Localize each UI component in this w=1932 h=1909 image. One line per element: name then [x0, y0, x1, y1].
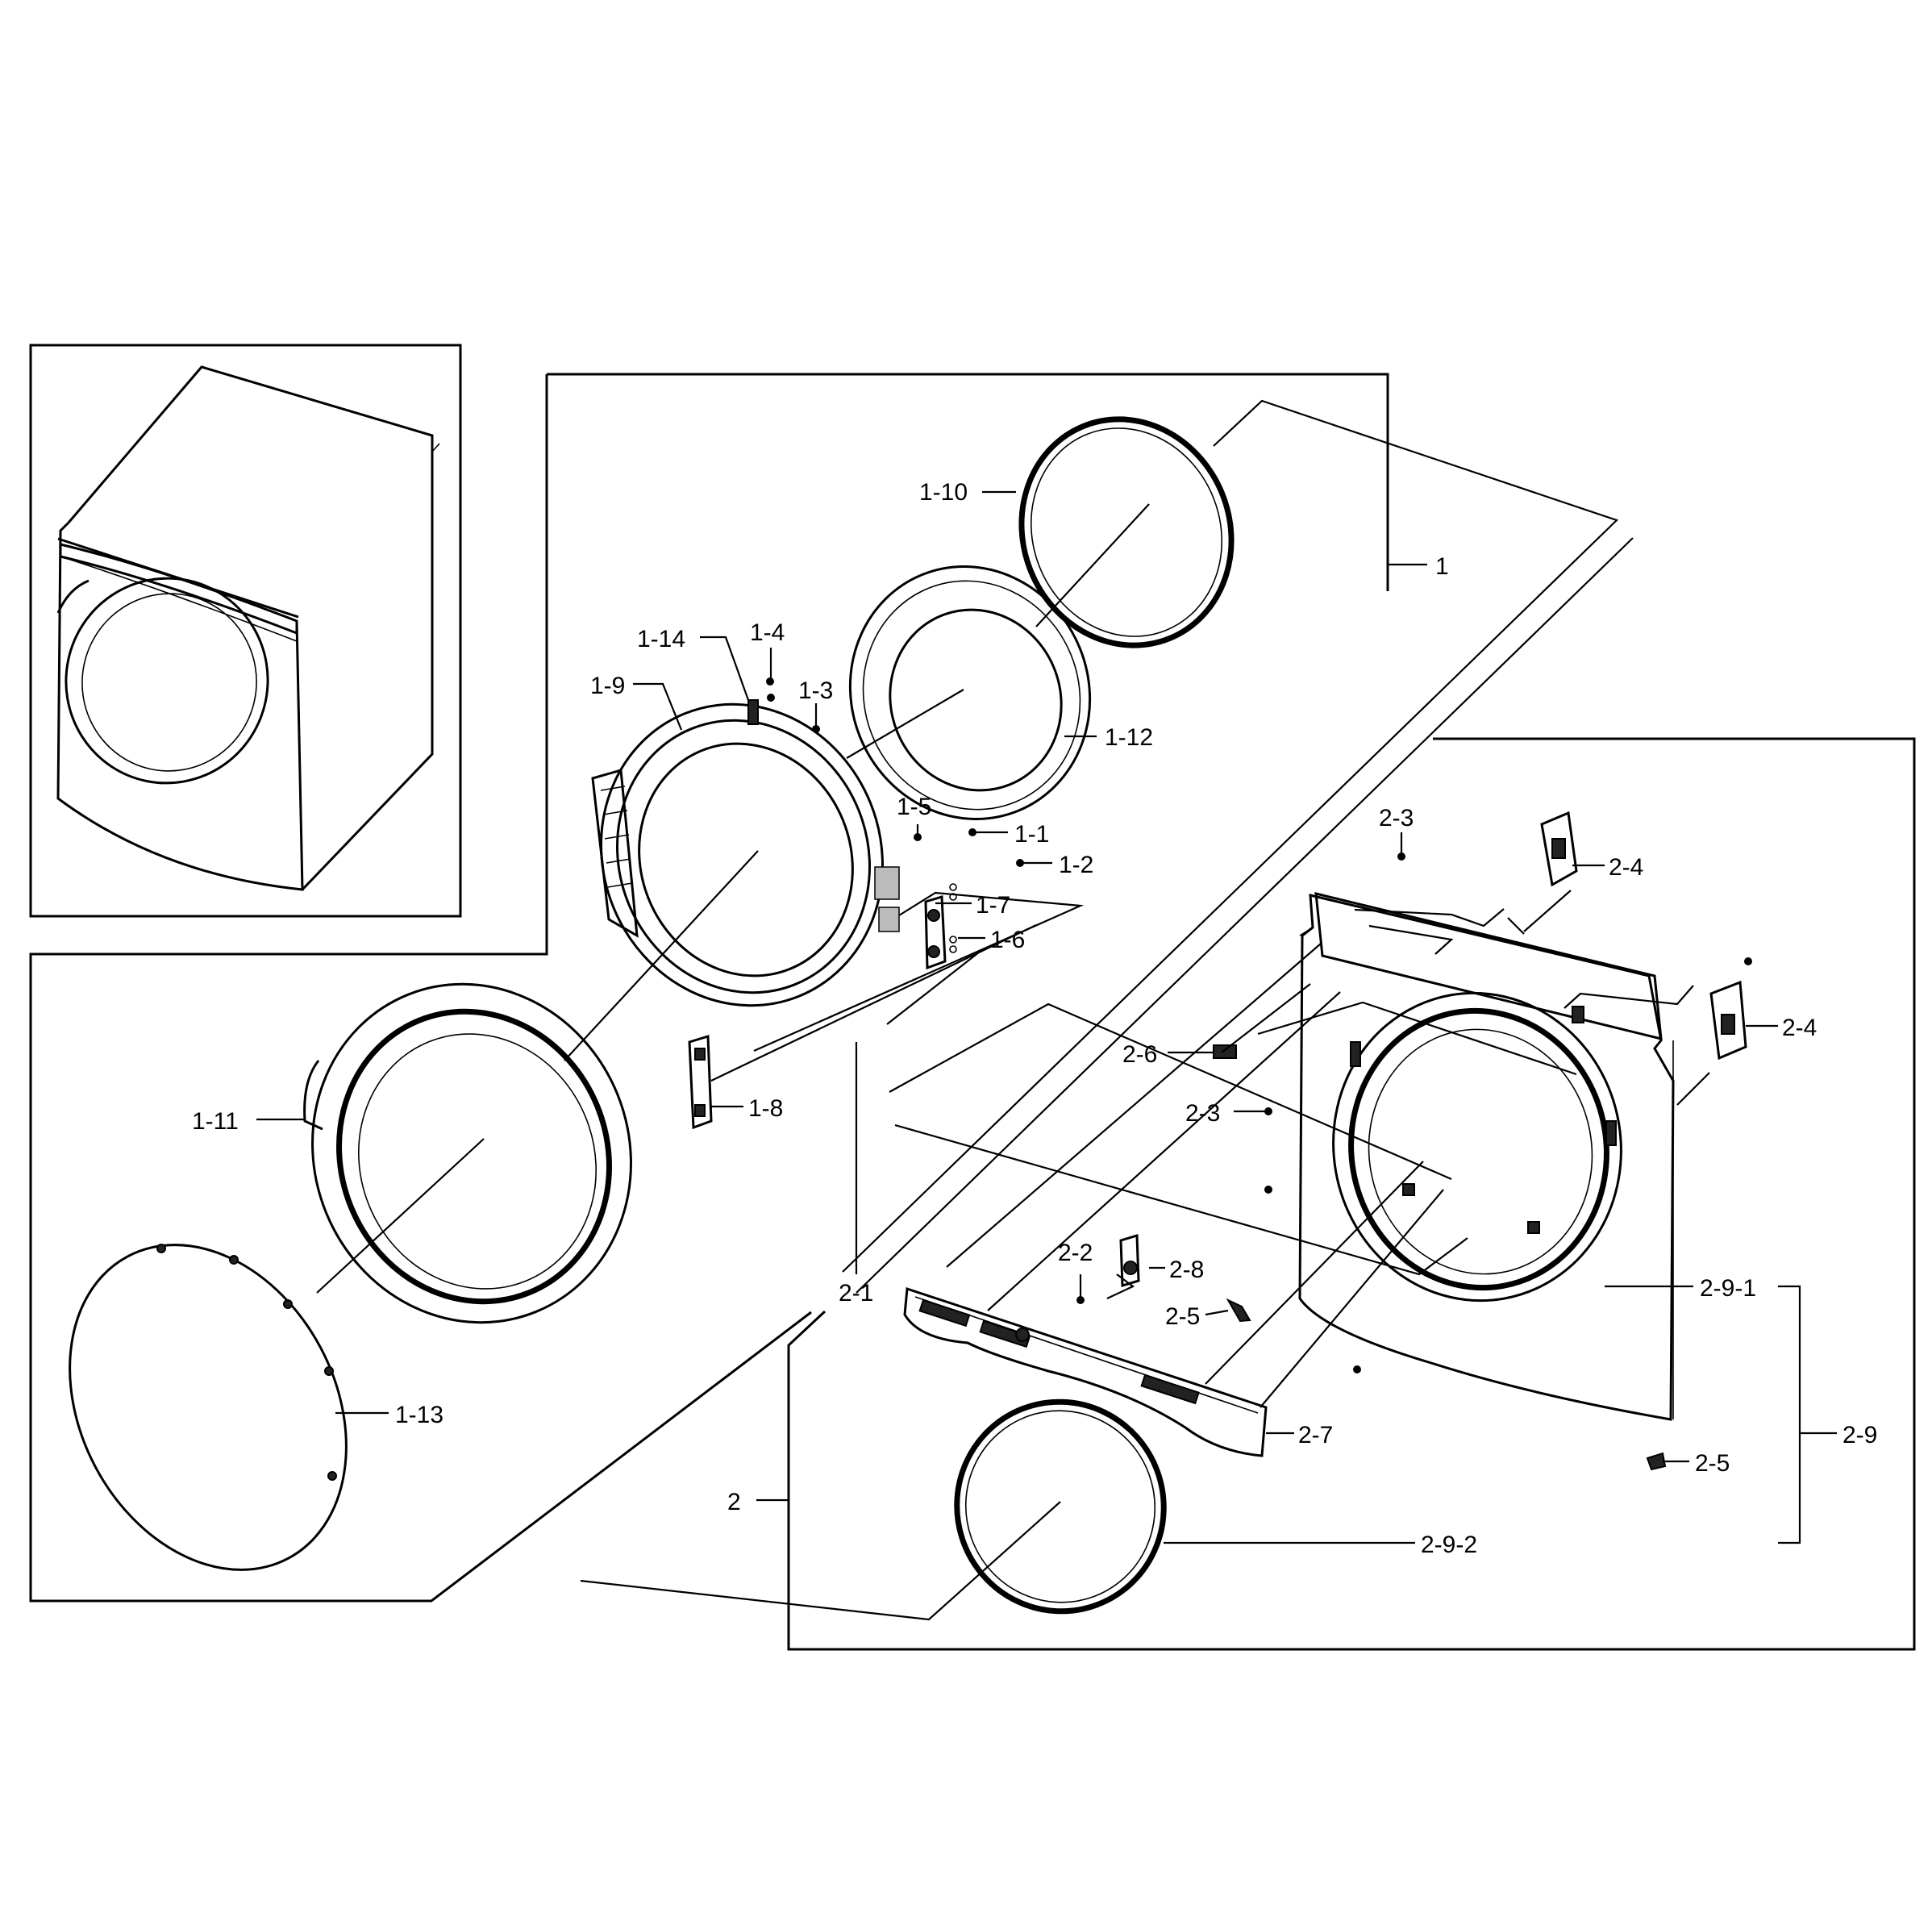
label-1-14: 1-14	[637, 626, 685, 652]
label-2-9: 2-9	[1842, 1422, 1877, 1448]
part-2-4-hinge-plate-right	[1709, 980, 1747, 1061]
panel-assembly-frame	[787, 737, 1916, 1651]
label-1-7: 1-7	[976, 892, 1010, 919]
label-2-4-top: 2-4	[1609, 854, 1643, 881]
part-2-5-clip-b	[1646, 1452, 1667, 1471]
label-leaders	[256, 490, 1837, 1544]
part-2-9-2-panel-gasket	[954, 1398, 1167, 1615]
inset-frame	[29, 344, 462, 918]
part-2-8-latch	[1119, 1234, 1140, 1287]
label-2-9-1: 2-9-1	[1700, 1275, 1756, 1302]
label-1-13: 1-13	[395, 1402, 443, 1428]
label-1-12: 1-12	[1105, 724, 1153, 751]
label-2-8: 2-8	[1169, 1257, 1204, 1283]
part-2-3-screw-c	[1264, 1186, 1272, 1194]
part-1-10-door-gasket	[1018, 416, 1235, 648]
label-1: 1	[1435, 553, 1449, 580]
label-2-2: 2-2	[1058, 1240, 1093, 1266]
label-1-2: 1-2	[1059, 852, 1093, 878]
label-2-3-top: 2-3	[1379, 805, 1414, 832]
label-2-6: 2-6	[1122, 1041, 1157, 1068]
part-2-3-screw-e	[1353, 1365, 1361, 1373]
label-2-7: 2-7	[1298, 1422, 1333, 1448]
label-1-9: 1-9	[590, 673, 625, 699]
label-1-5: 1-5	[897, 794, 931, 820]
label-1-6: 1-6	[990, 927, 1025, 953]
label-1-10: 1-10	[919, 479, 968, 506]
part-1-8-handle	[688, 1034, 713, 1130]
label-2-5-left: 2-5	[1165, 1303, 1200, 1330]
part-2-9-1-front-panel	[1298, 892, 1675, 1421]
part-1-11-outer-door	[303, 982, 632, 1324]
part-2-5-clip-a	[1226, 1298, 1251, 1323]
part-1-7-hinge	[924, 895, 947, 970]
part-2-7-control-panel-bar	[903, 1286, 1268, 1457]
part-1-13-outer-glass	[69, 1244, 348, 1571]
label-1-4: 1-4	[750, 619, 785, 646]
label-2: 2	[727, 1489, 741, 1515]
part-1-14-hinge-bracket	[747, 699, 759, 725]
part-2-4-hinge-plate-top	[1540, 811, 1578, 887]
door-assembly-frame-left	[29, 374, 812, 1603]
label-1-1: 1-1	[1014, 821, 1049, 848]
label-1-11: 1-11	[192, 1108, 239, 1135]
part-2-6-switch	[1213, 1044, 1237, 1059]
part-1-9-door-frame	[591, 702, 900, 1007]
label-1-3: 1-3	[798, 677, 833, 704]
dryer-inset-illustration	[56, 365, 440, 891]
part-1-4-screw	[767, 694, 775, 702]
label-2-3-mid: 2-3	[1185, 1100, 1220, 1127]
label-2-9-2: 2-9-2	[1421, 1532, 1477, 1558]
label-2-5-right: 2-5	[1695, 1450, 1730, 1477]
label-2-4-right: 2-4	[1782, 1015, 1817, 1041]
part-labels: 1 1-10 1-14 1-4 1-9 1-3 1-12 1-5 1-1 1-2…	[192, 479, 1877, 1558]
part-1-6-screws	[949, 883, 957, 953]
part-1-12-inner-glass	[848, 565, 1092, 821]
label-2-1: 2-1	[839, 1280, 873, 1307]
projection-lines	[316, 399, 1710, 1621]
part-2-3-screw-d	[1744, 957, 1752, 965]
label-1-8: 1-8	[748, 1095, 783, 1122]
door-assembly-frame-upper	[547, 373, 1389, 591]
